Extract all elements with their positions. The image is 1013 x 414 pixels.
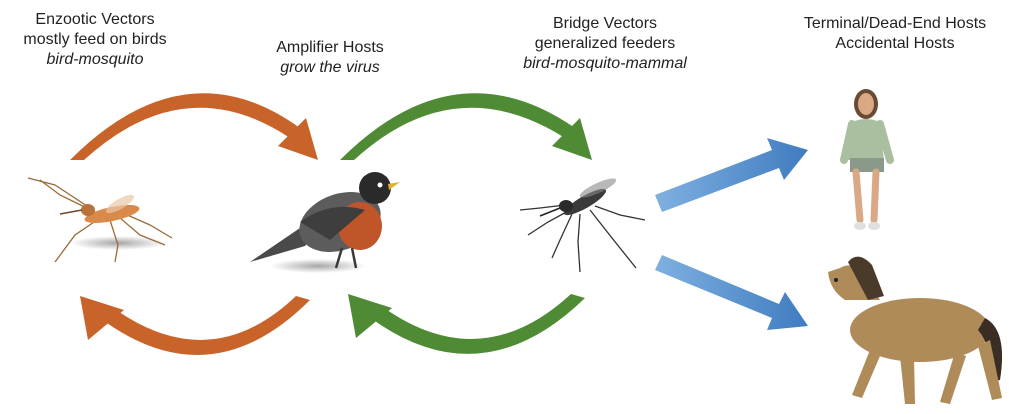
blue-arrow-to-human — [655, 138, 808, 212]
blue-arrow-to-horse — [655, 255, 808, 330]
green-arrow-bottom — [348, 294, 585, 354]
orange-arrow-top — [70, 93, 318, 160]
green-arrow-top — [340, 93, 592, 160]
horse-icon — [828, 257, 1002, 404]
human-icon — [844, 89, 890, 230]
orange-arrow-bottom — [80, 296, 310, 355]
robin-icon — [250, 172, 400, 273]
bridge-mosquito-icon — [520, 175, 645, 272]
enzootic-mosquito-icon — [28, 178, 172, 262]
